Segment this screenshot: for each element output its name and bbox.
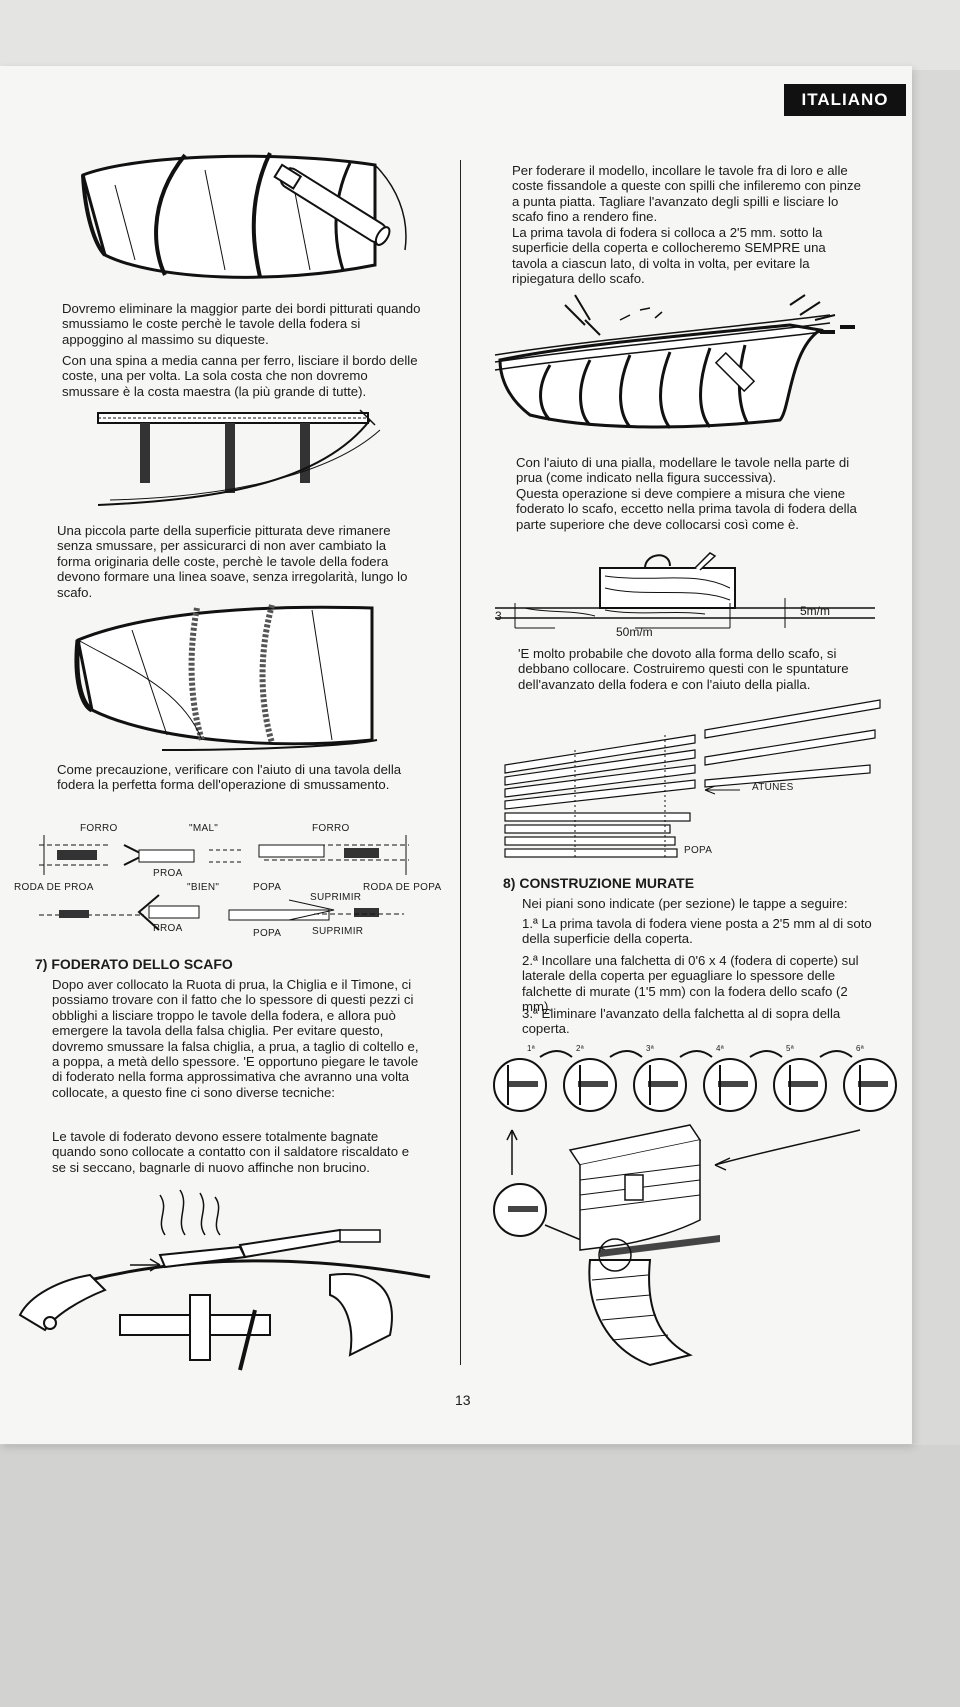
label-suprimir-2: SUPRIMIR	[312, 926, 364, 937]
background-top	[0, 0, 960, 70]
figure-bulwark-assembly	[490, 1120, 890, 1370]
figure-frames-keel	[90, 405, 390, 515]
right-paragraph-1: Per foderare il modello, incollare le ta…	[512, 163, 861, 225]
figure-soldering-iron	[10, 1185, 440, 1375]
figure-mal-bien-diagram	[14, 820, 444, 935]
step-6-label: 6ª	[856, 1044, 865, 1053]
label-popa-1: POPA	[253, 882, 282, 893]
left-paragraph-1: Dovremo eliminare la maggior parte dei b…	[62, 301, 421, 347]
label-roda-de-proa: RODA DE PROA	[14, 882, 94, 893]
left-paragraph-3: Una piccola parte della superficie pittu…	[57, 523, 408, 600]
right-paragraph-6: 1.ª La prima tavola di fodera viene post…	[522, 916, 872, 947]
figure-sanding-frames	[75, 145, 420, 295]
left-paragraph-6: Le tavole di foderato devono essere tota…	[52, 1129, 410, 1175]
step-2-label: 2ª	[576, 1044, 585, 1053]
language-tab: ITALIANO	[784, 84, 906, 116]
figure-plank-layout	[500, 695, 885, 860]
plane-width-label: 5m/m	[800, 604, 830, 618]
right-paragraph-4: 'E molto probabile che dovoto alla forma…	[518, 646, 849, 692]
right-paragraph-5: Nei piani sono indicate (per sezione) le…	[522, 896, 848, 911]
right-paragraph-3: Con l'aiuto di una pialla, modellare le …	[516, 455, 857, 532]
figure-plane-plank	[495, 548, 875, 643]
section-8-title: 8) CONSTRUZIONE MURATE	[503, 875, 695, 891]
left-paragraph-2: Con una spina a media canna per ferro, l…	[62, 353, 418, 399]
plane-thickness-label: 3	[495, 609, 502, 623]
figure-construction-steps	[490, 1045, 900, 1115]
figure-sanded-frames	[72, 600, 387, 760]
label-mal: "MAL"	[189, 823, 219, 834]
label-popa-2: POPA	[253, 928, 282, 939]
right-paragraph-2: La prima tavola di fodera si colloca a 2…	[512, 225, 826, 287]
step-4-label: 4ª	[716, 1044, 725, 1053]
label-roda-de-popa: RODA DE POPA	[363, 882, 442, 893]
figure-hull-pins	[490, 290, 870, 440]
left-paragraph-5: Dopo aver collocato la Ruota di prua, la…	[52, 977, 419, 1100]
right-paragraph-8: 3.ª Eliminare l'avanzato della falchetta…	[522, 1006, 841, 1037]
step-5-label: 5ª	[786, 1044, 795, 1053]
left-paragraph-4: Come precauzione, verificare con l'aiuto…	[57, 762, 402, 793]
label-proa-2: PROA	[153, 923, 183, 934]
column-divider	[460, 160, 461, 1365]
label-atunes: ATUNES	[752, 782, 794, 793]
page-number: 13	[455, 1392, 471, 1408]
label-bien: "BIEN"	[187, 882, 220, 893]
section-7-title: 7) FODERATO DELLO SCAFO	[35, 956, 233, 972]
background-bottom	[0, 1445, 960, 1707]
label-forro-1: FORRO	[80, 823, 118, 834]
step-1-label: 1ª	[527, 1044, 536, 1053]
step-3-label: 3ª	[646, 1044, 655, 1053]
label-suprimir-1: SUPRIMIR	[310, 892, 362, 903]
label-proa-1: PROA	[153, 868, 183, 879]
right-paragraph-7: 2.ª Incollare una falchetta di 0'6 x 4 (…	[522, 953, 859, 1015]
label-forro-2: FORRO	[312, 823, 350, 834]
label-popa: POPA	[684, 845, 713, 856]
plane-length-label: 50m/m	[616, 625, 653, 639]
